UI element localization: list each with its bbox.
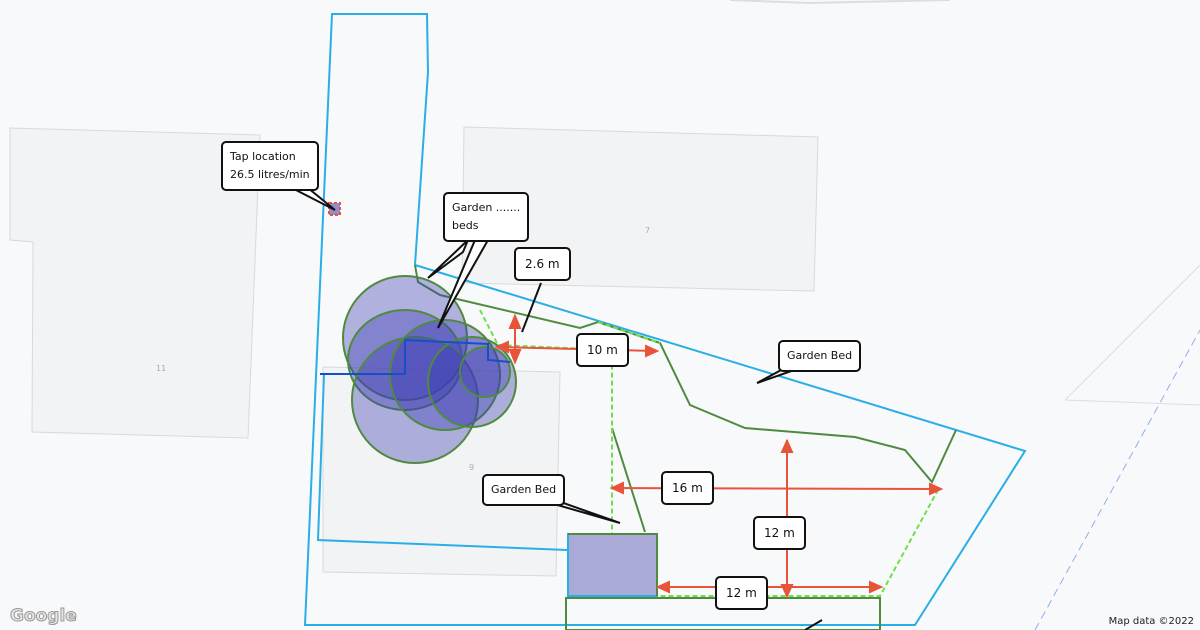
road-edge bbox=[729, 0, 951, 5]
building-11 bbox=[9, 127, 261, 439]
building-number-7: 7 bbox=[645, 226, 651, 235]
building-9 bbox=[322, 366, 561, 577]
garden-bed-square-edge bbox=[568, 533, 658, 596]
road-edge bbox=[1064, 264, 1200, 401]
arrow-head bbox=[780, 438, 794, 453]
arrow-head bbox=[494, 340, 509, 354]
building-number-11: 11 bbox=[156, 364, 167, 373]
garden-bed-bottom-callout[interactable]: Garden Bed bbox=[482, 474, 566, 506]
garden-beds-label-1: Garden ....... bbox=[452, 201, 521, 214]
tree-canopy bbox=[459, 346, 511, 398]
tree-canopy bbox=[351, 336, 479, 464]
arrow-head bbox=[655, 580, 670, 594]
map-attribution[interactable]: Map data ©2022 bbox=[1108, 616, 1194, 627]
arrow-head bbox=[645, 344, 660, 358]
arrow-head bbox=[508, 349, 522, 365]
callout-pointers bbox=[291, 187, 823, 630]
dimension-2.6m[interactable]: 2.6 m bbox=[514, 247, 571, 281]
dimension-10m[interactable]: 10 m bbox=[576, 333, 629, 367]
inner-blue-line bbox=[320, 338, 511, 375]
boundary-dashed bbox=[1034, 329, 1200, 630]
building-number-9: 9 bbox=[469, 463, 475, 472]
garden-bed-dashed bbox=[597, 321, 661, 344]
arrow-head bbox=[869, 580, 884, 594]
garden-bed-outline[interactable] bbox=[414, 264, 957, 484]
dimension-12m-vertical[interactable]: 12 m bbox=[753, 516, 806, 550]
arrow-head bbox=[929, 482, 944, 496]
property-boundary[interactable] bbox=[303, 13, 1027, 626]
garden-bed-right-callout[interactable]: Garden Bed bbox=[778, 340, 862, 372]
garden-bed-outline[interactable] bbox=[611, 427, 646, 533]
tap-label: Tap location bbox=[230, 150, 296, 163]
dimension-12m-horizontal[interactable]: 12 m bbox=[715, 576, 768, 610]
google-logo[interactable]: Google bbox=[10, 606, 78, 627]
garden-bed-square[interactable] bbox=[567, 533, 658, 597]
tap-location-callout[interactable]: Tap location 26.5 litres/min bbox=[221, 141, 319, 191]
arrow-head bbox=[609, 481, 624, 495]
arrow-head bbox=[508, 313, 522, 329]
garden-beds-callout[interactable]: Garden ....... beds bbox=[443, 192, 530, 242]
dimension-16m[interactable]: 16 m bbox=[661, 471, 714, 505]
tree-canopy bbox=[427, 336, 517, 428]
road-edge bbox=[1064, 399, 1200, 406]
garden-beds-label-2: beds bbox=[452, 219, 479, 232]
tap-flow-rate: 26.5 litres/min bbox=[230, 168, 310, 181]
inner-boundary bbox=[316, 373, 568, 551]
